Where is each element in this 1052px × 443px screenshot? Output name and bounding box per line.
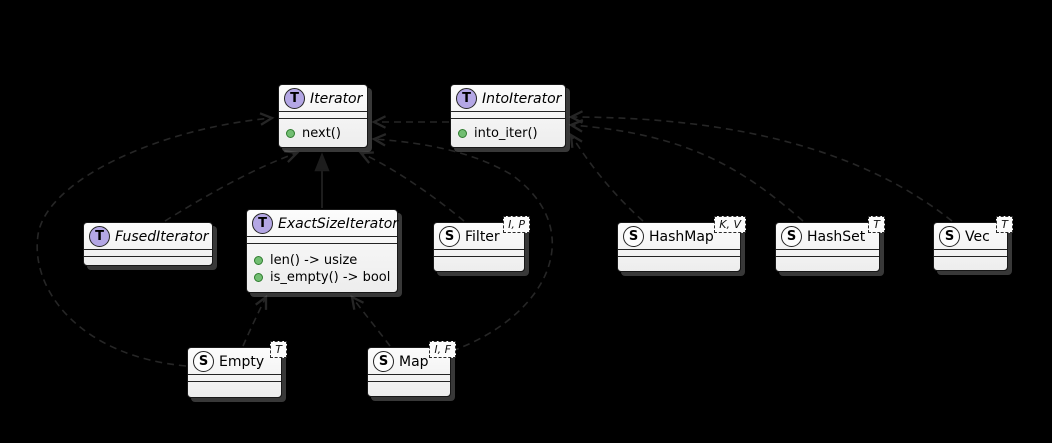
trait-spot-icon: T [252, 213, 273, 234]
generics-tab: I, F [429, 341, 456, 358]
methods-section [84, 257, 212, 265]
method-visibility-icon [254, 255, 263, 265]
attributes-section [776, 249, 879, 257]
attributes-section [934, 249, 1007, 257]
class-name: Filter [465, 228, 500, 245]
class-box-vec: T S Vec [933, 216, 1013, 271]
methods-section [368, 382, 450, 396]
class-name: Empty [219, 353, 265, 370]
trait-spot-icon: T [284, 88, 305, 109]
method-label: next() [302, 126, 341, 141]
class-box-empty: T S Empty [187, 341, 287, 398]
class-box-fusediterator: T FusedIterator [83, 222, 213, 266]
class-box-map: I, F S Map [367, 341, 456, 397]
method-label: into_iter() [474, 126, 538, 141]
methods-section: into_iter() [451, 119, 565, 147]
methods-section [434, 257, 524, 271]
attributes-section [451, 111, 565, 119]
class-header: T FusedIterator [84, 223, 212, 249]
method-row: len() -> usize [254, 253, 390, 268]
trait-spot-icon: T [89, 226, 110, 247]
class-name: Iterator [310, 90, 363, 107]
edge-fusediterator-iterator [164, 150, 300, 222]
struct-spot-icon: S [939, 226, 960, 247]
class-header: S HashSet [776, 223, 879, 249]
edge-map-exactsizeiterator [350, 294, 391, 347]
method-label: len() -> usize [270, 252, 358, 268]
class-header: T Iterator [279, 85, 367, 111]
edge-empty-exactsizeiterator [242, 294, 268, 347]
class-box-hashset: T S HashSet [775, 216, 885, 272]
class-header: S HashMap [618, 223, 740, 249]
struct-spot-icon: S [781, 226, 802, 247]
attributes-section [247, 236, 397, 244]
edge-hashmap-intoiterator [569, 132, 644, 222]
edge-map-iterator [371, 133, 553, 352]
method-row: next() [286, 126, 360, 141]
class-box-hashmap: K, V S HashMap [617, 216, 746, 272]
class-header: T IntoIterator [451, 85, 565, 111]
methods-section: next() [279, 119, 367, 147]
class-name: IntoIterator [482, 90, 562, 107]
methods-section [188, 382, 281, 397]
struct-spot-icon: S [623, 226, 644, 247]
methods-section [934, 257, 1007, 270]
methods-section [776, 257, 879, 271]
edge-hashset-intoiterator [568, 119, 804, 222]
method-visibility-icon [286, 129, 295, 138]
generics-tab: K, V [714, 216, 746, 233]
generics-tab: T [996, 216, 1013, 233]
attributes-section [84, 249, 212, 257]
class-name: Map [399, 353, 429, 370]
method-row: is_empty() -> bool [254, 270, 390, 285]
class-header: S Empty [188, 348, 281, 374]
class-header: T ExactSizeIterator [247, 210, 399, 236]
edge-empty-iterator [36, 112, 275, 367]
class-box-filter: I, P S Filter [433, 216, 530, 272]
class-box-exactsizeiterator: T ExactSizeIterator len() -> usize is_em… [246, 209, 398, 293]
trait-spot-icon: T [456, 88, 477, 109]
attributes-section [188, 374, 281, 382]
class-header: S Map [368, 348, 450, 374]
method-label: is_empty() -> bool [270, 269, 391, 285]
generics-tab: T [868, 216, 885, 233]
class-name: HashMap [649, 228, 714, 245]
struct-spot-icon: S [193, 351, 214, 372]
methods-section: len() -> usize is_empty() -> bool [247, 244, 397, 292]
struct-spot-icon: S [373, 351, 394, 372]
class-box-iterator: T Iterator next() [278, 84, 368, 148]
attributes-section [434, 249, 524, 257]
class-header: S Filter [434, 223, 524, 249]
class-header: S Vec [934, 223, 1007, 249]
methods-section [618, 257, 740, 271]
class-name: HashSet [807, 228, 866, 245]
struct-spot-icon: S [439, 226, 460, 247]
class-name: Vec [965, 228, 990, 245]
generics-tab: I, P [503, 216, 530, 233]
method-row: into_iter() [458, 126, 558, 141]
attributes-section [368, 374, 450, 382]
class-name: FusedIterator [115, 228, 209, 245]
method-visibility-icon [254, 272, 263, 282]
method-visibility-icon [458, 129, 467, 138]
class-name: ExactSizeIterator [278, 215, 399, 232]
attributes-section [279, 111, 367, 119]
edge-filter-iterator [358, 151, 465, 222]
attributes-section [618, 249, 740, 257]
generics-tab: T [270, 341, 287, 358]
class-box-intoiterator: T IntoIterator into_iter() [450, 84, 566, 148]
edge-vec-intoiterator [568, 110, 953, 222]
